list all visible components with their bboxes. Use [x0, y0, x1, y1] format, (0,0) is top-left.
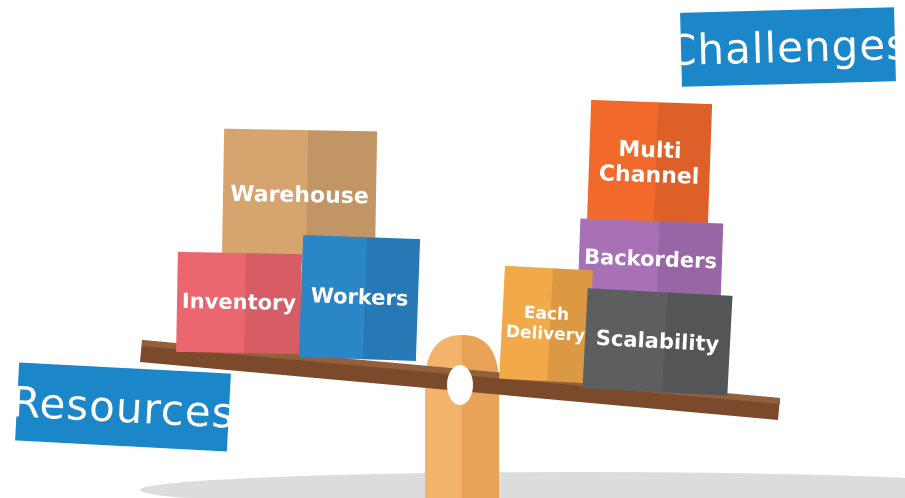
ground-shadow	[140, 472, 905, 498]
multi-channel-label: Multi Channel	[598, 137, 700, 191]
each-delivery-label: Each Delivery	[505, 303, 586, 345]
multi-channel-line1: Multi	[617, 137, 682, 165]
fulcrum-post-highlight	[462, 335, 499, 498]
challenges-tag: Challenges	[666, 7, 905, 87]
workers-block: Workers	[298, 234, 421, 362]
scalability-block: Scalability	[582, 288, 733, 396]
multi-channel-block: Multi Channel	[586, 99, 713, 229]
resources-tag: Resources	[10, 362, 236, 452]
each-delivery-line2: Delivery	[505, 321, 586, 346]
multi-channel-line2: Channel	[598, 161, 700, 190]
inventory-block: Inventory	[176, 251, 302, 355]
backorders-label: Backorders	[583, 244, 718, 274]
each-delivery-block: Each Delivery	[499, 265, 593, 384]
warehouse-label: Warehouse	[230, 181, 370, 210]
inventory-label: Inventory	[181, 289, 297, 316]
resources-title: Resources	[10, 376, 236, 438]
workers-label: Workers	[310, 283, 409, 311]
challenges-title: Challenges	[666, 19, 905, 75]
fulcrum-pivot-hole	[447, 365, 473, 405]
scalability-label: Scalability	[595, 326, 720, 357]
